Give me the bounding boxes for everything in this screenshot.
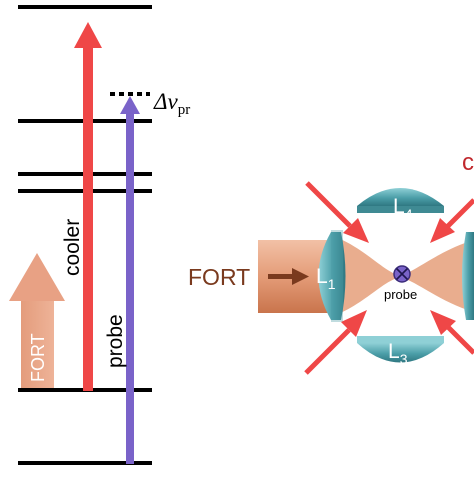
fort-beam-arrow — [268, 268, 309, 285]
cooler-label: cooler — [61, 219, 84, 276]
fort-arrow — [9, 253, 65, 388]
cooler-beam-arrow-bottom-left — [304, 310, 367, 375]
cooler-beam-arrow-top-right — [430, 198, 474, 243]
lens-l3 — [357, 336, 444, 363]
lens-l1-label: L1 — [316, 265, 336, 292]
lens-l4-label: L4 — [393, 195, 413, 222]
lens-l1 — [318, 230, 346, 322]
atom-probe-label: probe — [384, 287, 417, 302]
cooler-beam-arrow-bottom-right — [430, 310, 474, 355]
probe-label: probe — [104, 314, 127, 368]
cut-off-label: c — [462, 149, 474, 176]
lens-l4 — [357, 188, 444, 213]
fort-beam-label: FORT — [188, 264, 250, 290]
detuning-label: Δνpr — [153, 89, 190, 118]
lens-l2 — [462, 232, 474, 320]
probe-arrow — [120, 96, 140, 464]
cooler-beam-arrow-top-left — [305, 181, 369, 243]
fort-arrow-label: FORT — [28, 333, 48, 382]
lens-l3-label: L3 — [388, 340, 408, 367]
cooler-arrow — [74, 22, 102, 391]
atom-marker — [393, 265, 411, 283]
